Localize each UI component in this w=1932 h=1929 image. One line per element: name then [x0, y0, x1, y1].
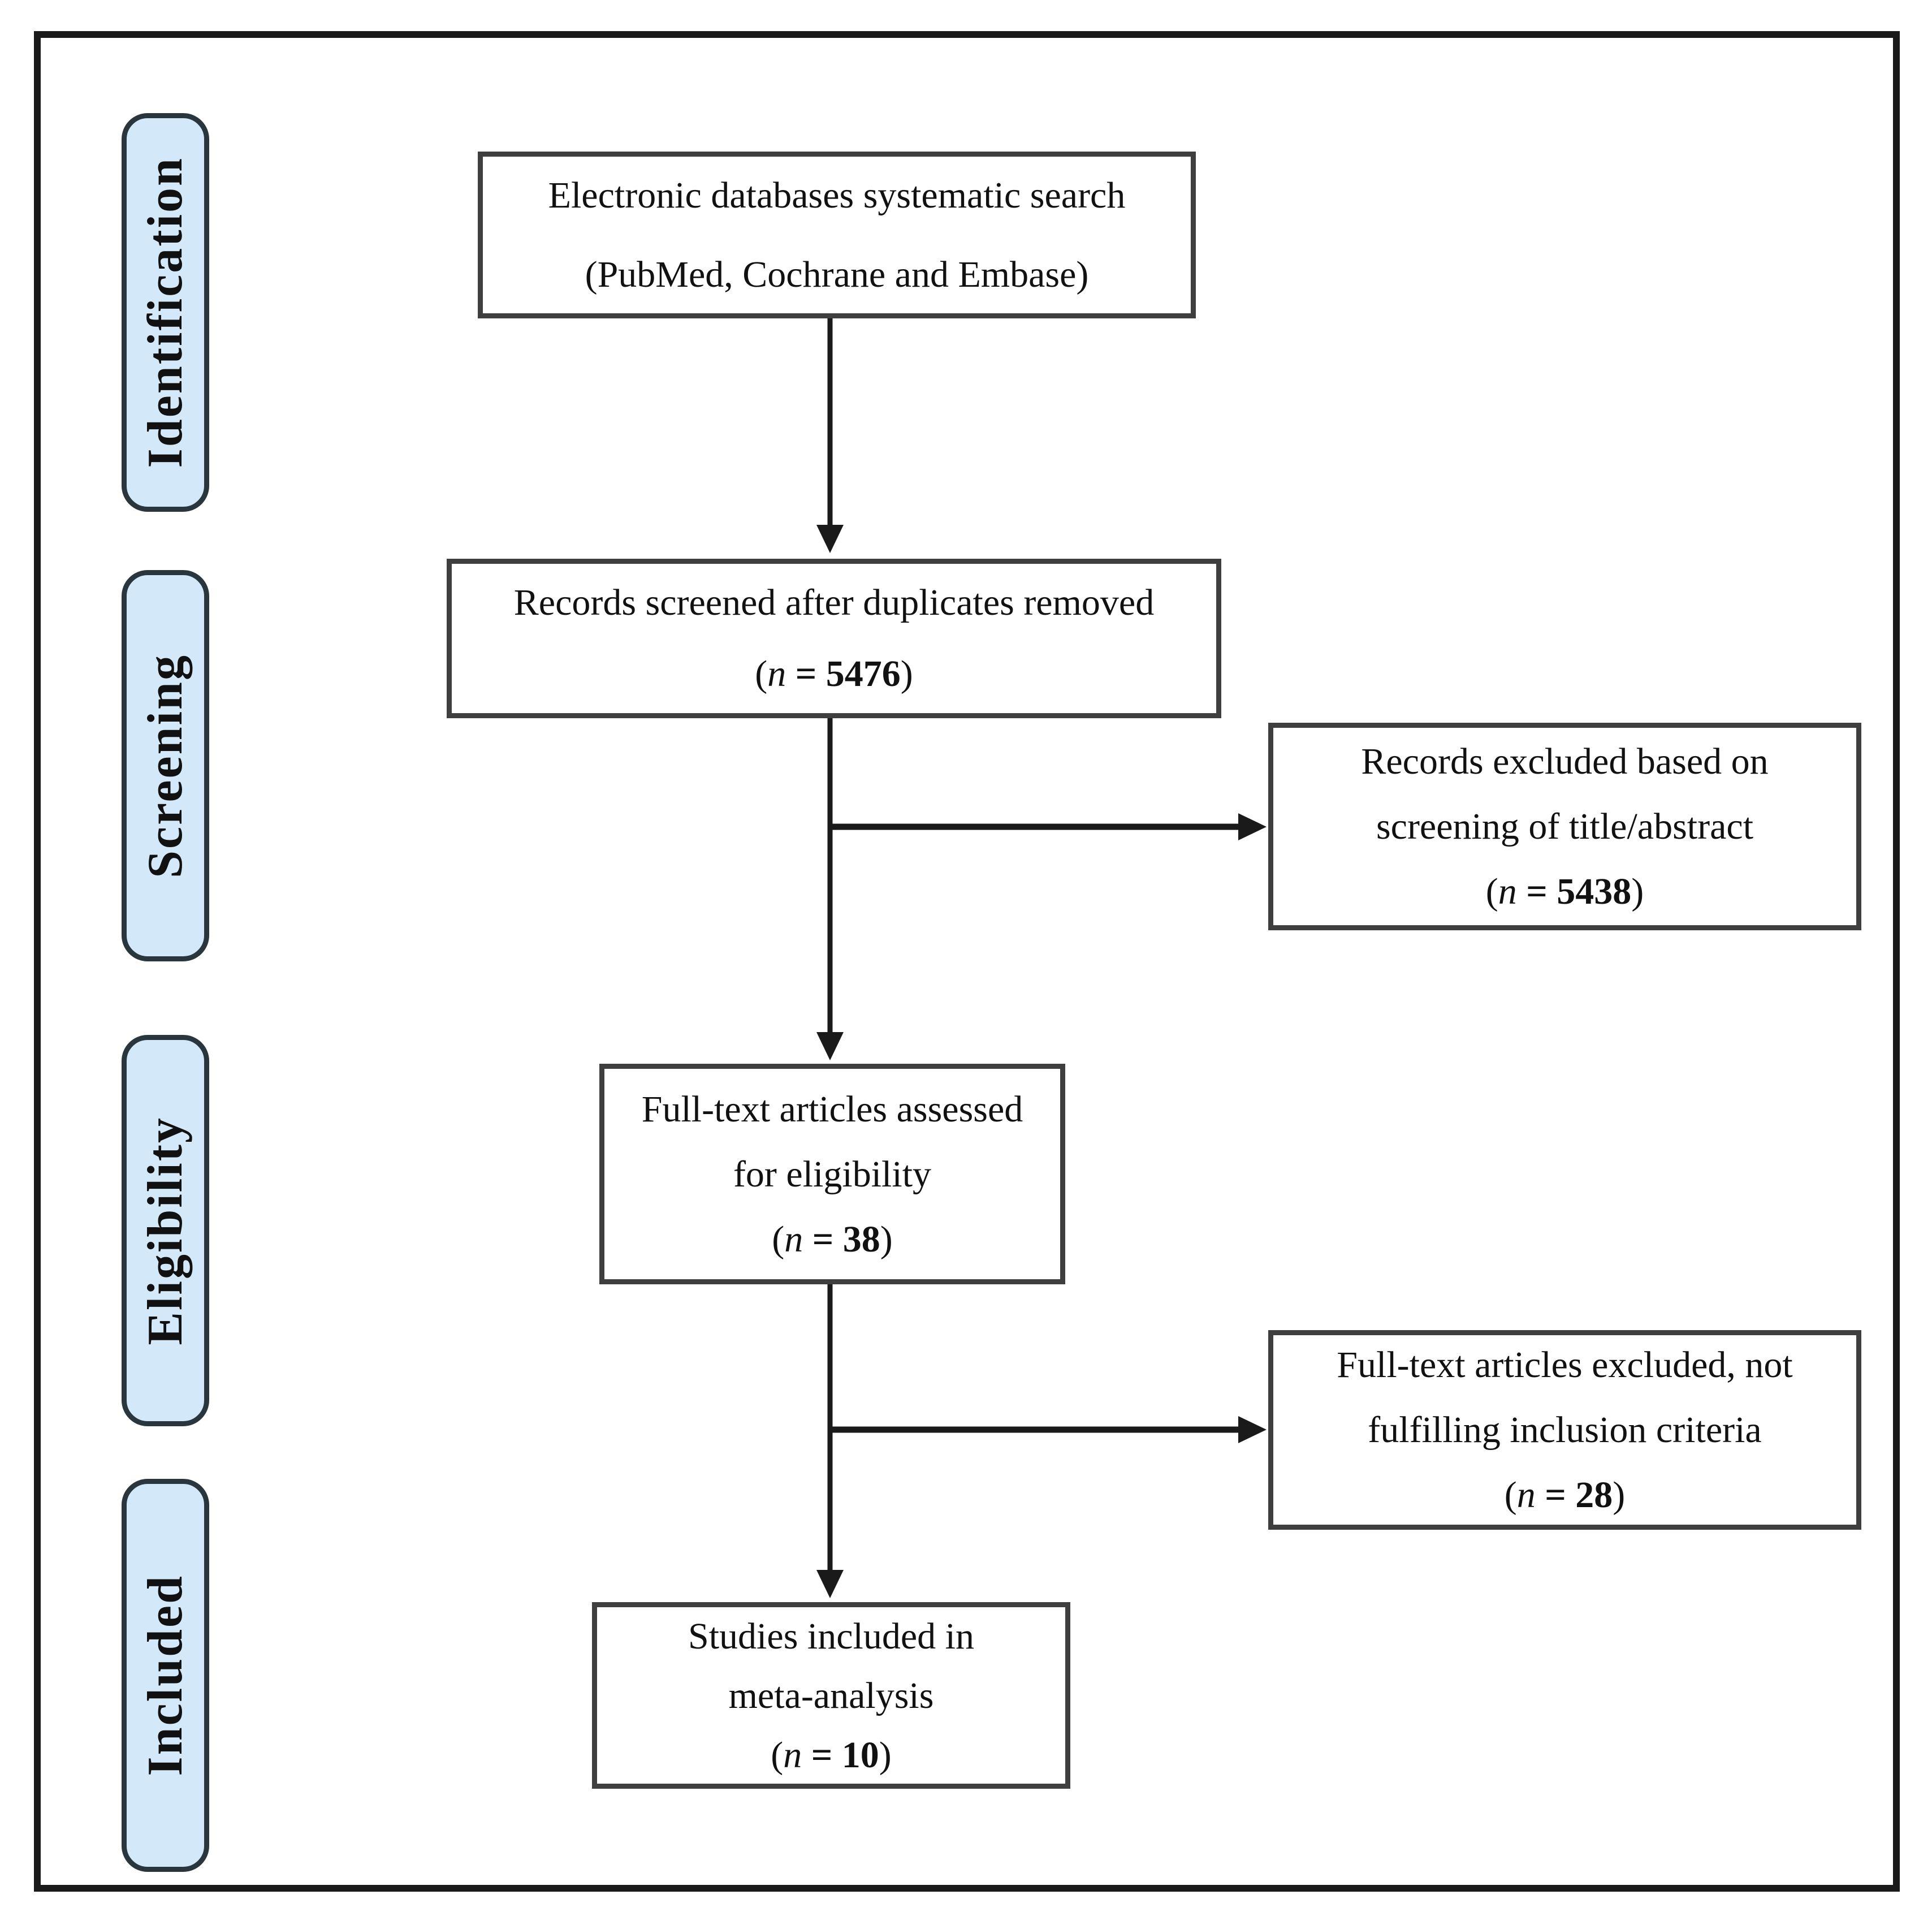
n-symbol: n [1516, 1474, 1536, 1516]
arrowhead-right-icon [1238, 813, 1267, 840]
arrow-fulltext-to-included [816, 1284, 844, 1598]
arrow-screened-to-excluded [830, 813, 1267, 840]
equals-sign: = [803, 1218, 843, 1260]
equals-sign: = [786, 653, 826, 694]
paren-open: ( [771, 1734, 784, 1776]
paren-close: ) [900, 653, 913, 694]
arrowhead-down-icon [816, 1032, 844, 1060]
arrow-screened-to-fulltext [816, 718, 844, 1060]
equals-sign: = [1535, 1474, 1576, 1516]
count-value: 10 [841, 1734, 879, 1776]
equals-sign: = [1516, 871, 1557, 912]
box-fulltext-assessed-line1: Full-text articles assessed [641, 1088, 1023, 1130]
box-fulltext-excluded-count: (n = 28) [1505, 1462, 1626, 1527]
box-fulltext-assessed-line2: for eligibility [733, 1153, 932, 1195]
box-database-search-line1: Electronic databases systematic search [548, 174, 1126, 216]
count-value: 38 [842, 1218, 880, 1260]
paren-open: ( [755, 653, 768, 694]
paren-open: ( [772, 1218, 785, 1260]
box-fulltext-excluded-line1: Full-text articles excluded, not [1337, 1344, 1793, 1386]
paren-close: ) [1631, 871, 1644, 912]
box-fulltext-assessed-count: (n = 38) [772, 1207, 893, 1272]
box-records-screened-count: (n = 5476) [755, 638, 913, 710]
box-records-screened-line1: Records screened after duplicates remove… [513, 582, 1155, 623]
n-symbol: n [784, 1218, 803, 1260]
paren-close: ) [880, 1218, 893, 1260]
stage-screening: Screening [122, 570, 209, 961]
count-value: 5476 [825, 653, 901, 694]
stage-identification: Identification [122, 113, 209, 512]
paren-close: ) [879, 1734, 892, 1776]
arrowhead-down-icon [816, 1570, 844, 1598]
box-studies-included-line1: Studies included in [688, 1615, 974, 1657]
stage-eligibility: Eligibility [122, 1035, 209, 1426]
paren-open: ( [1485, 871, 1498, 912]
arrowhead-right-icon [1238, 1416, 1267, 1443]
box-records-excluded-line1: Records excluded based on [1361, 741, 1769, 782]
box-records-excluded-line2: screening of title/abstract [1376, 806, 1754, 847]
box-records-screened: Records screened after duplicates remove… [447, 559, 1221, 718]
equals-sign: = [802, 1734, 842, 1776]
stage-included: Included [122, 1479, 209, 1872]
box-studies-included-count: (n = 10) [771, 1725, 892, 1785]
box-studies-included-line2: meta-analysis [728, 1675, 934, 1716]
box-records-excluded-count: (n = 5438) [1486, 859, 1644, 924]
box-fulltext-excluded-line2: fulfilling inclusion criteria [1368, 1409, 1762, 1451]
n-symbol: n [767, 653, 786, 694]
arrow-search-to-screened [816, 318, 844, 553]
box-fulltext-assessed: Full-text articles assessed for eligibil… [599, 1064, 1065, 1284]
figure-border [34, 31, 1900, 1892]
count-value: 5438 [1557, 871, 1632, 912]
box-fulltext-excluded: Full-text articles excluded, not fulfill… [1268, 1330, 1861, 1530]
paren-close: ) [1613, 1474, 1626, 1516]
box-database-search-line2: (PubMed, Cochrane and Embase) [585, 253, 1089, 295]
box-studies-included: Studies included in meta-analysis (n = 1… [592, 1602, 1070, 1789]
box-database-search: Electronic databases systematic search (… [478, 152, 1196, 318]
box-records-excluded: Records excluded based on screening of t… [1268, 723, 1861, 930]
count-value: 28 [1575, 1474, 1613, 1516]
arrow-fulltext-to-excluded [830, 1416, 1267, 1443]
paren-open: ( [1504, 1474, 1517, 1516]
n-symbol: n [1498, 871, 1517, 912]
arrowhead-down-icon [816, 525, 844, 553]
n-symbol: n [783, 1734, 802, 1776]
